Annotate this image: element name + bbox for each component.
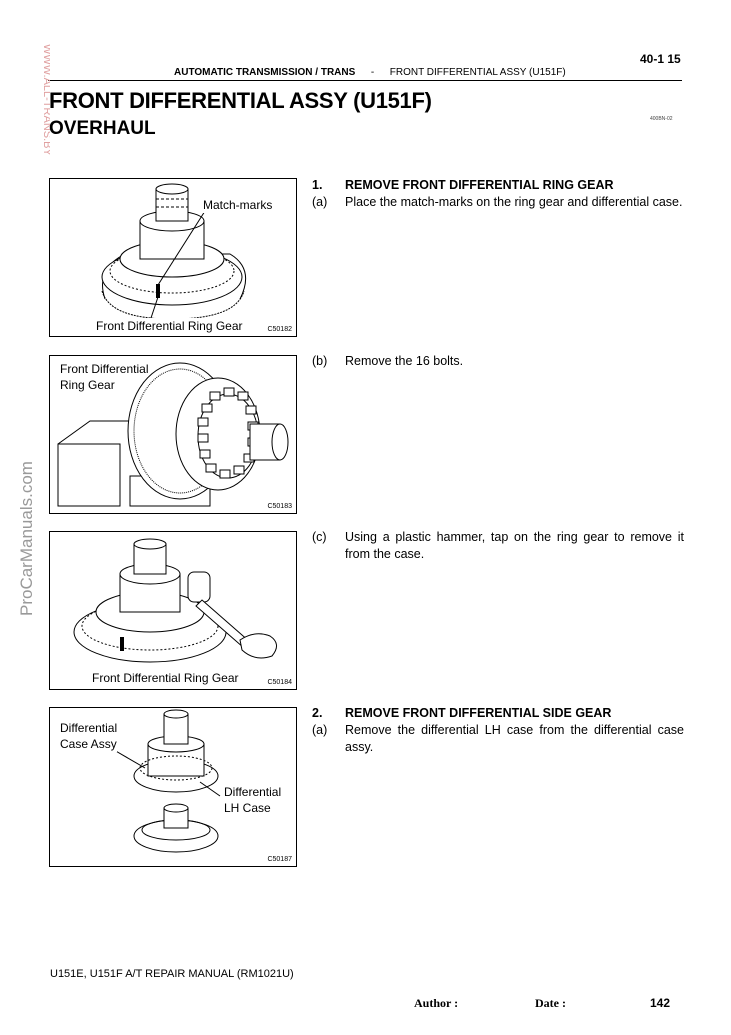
step-number: 1. bbox=[312, 178, 323, 192]
label-lh-case: LH Case bbox=[224, 800, 271, 816]
page-reference: 40-1 15 bbox=[640, 52, 681, 66]
header-section: AUTOMATIC TRANSMISSION / TRANS bbox=[174, 67, 356, 78]
step-title: REMOVE FRONT DIFFERENTIAL SIDE GEAR bbox=[345, 706, 612, 720]
step-1-heading: 1. REMOVE FRONT DIFFERENTIAL RING GEAR bbox=[312, 177, 614, 194]
footer-page-number: 142 bbox=[650, 996, 671, 1010]
step-number: 2. bbox=[312, 706, 323, 720]
page-subtitle: OVERHAUL bbox=[49, 118, 156, 139]
figure-remove-bolts: Front Differential Ring Gear C50183 bbox=[49, 355, 297, 514]
substep-text: Remove the differential LH case from the… bbox=[345, 723, 684, 754]
step-1b: (b) Remove the 16 bolts. bbox=[312, 353, 684, 370]
figure-code: C50184 bbox=[267, 679, 292, 686]
step-2a: (a) Remove the differential LH case from… bbox=[312, 722, 684, 756]
svg-text:WWW.ALL-TRANS.BY: WWW.ALL-TRANS.BY bbox=[41, 44, 50, 157]
label-match-marks: Match-marks bbox=[203, 197, 273, 213]
watermark-site: ProCarManuals.com bbox=[17, 461, 36, 616]
substep-text: Using a plastic hammer, tap on the ring … bbox=[345, 530, 684, 561]
figure-tap-ring-gear: Front Differential Ring Gear C50184 bbox=[49, 531, 297, 690]
footer-manual-title: U151E, U151F A/T REPAIR MANUAL (RM1021U) bbox=[50, 968, 294, 980]
label-differential-case: Differential bbox=[60, 720, 118, 736]
figure-code: C50182 bbox=[267, 326, 292, 333]
substep-label: (c) bbox=[312, 530, 327, 544]
label-ring-gear: Front Differential Ring Gear bbox=[92, 670, 239, 686]
label-differential-lh: Differential bbox=[224, 784, 282, 800]
step-title: REMOVE FRONT DIFFERENTIAL RING GEAR bbox=[345, 178, 614, 192]
label-ring-gear: Front Differential Ring Gear bbox=[96, 318, 243, 334]
substep-label: (a) bbox=[312, 195, 328, 209]
footer-date-label: Date : bbox=[535, 996, 566, 1010]
label-front-differential: Front Differential bbox=[60, 361, 149, 377]
step-2-heading: 2. REMOVE FRONT DIFFERENTIAL SIDE GEAR bbox=[312, 705, 611, 722]
header-separator: - bbox=[370, 67, 375, 78]
step-1a: (a) Place the match-marks on the ring ge… bbox=[312, 194, 684, 211]
figure-side-gear: Differential Case Assy Differential LH C… bbox=[49, 707, 297, 867]
svg-text:ProCarManuals.com: ProCarManuals.com bbox=[17, 461, 36, 616]
substep-text: Remove the 16 bolts. bbox=[345, 354, 464, 368]
header-rule bbox=[48, 80, 682, 81]
footer-author-label: Author : bbox=[414, 996, 459, 1010]
figure-code: C50183 bbox=[267, 503, 292, 510]
document-id: 400BN-02 bbox=[650, 116, 673, 122]
watermark-url: WWW.ALL-TRANS.BY bbox=[41, 44, 50, 157]
label-ring-gear: Ring Gear bbox=[60, 377, 115, 393]
page-title: FRONT DIFFERENTIAL ASSY (U151F) bbox=[49, 88, 432, 113]
figure-code: C50187 bbox=[267, 856, 292, 863]
substep-text: Place the match-marks on the ring gear a… bbox=[345, 195, 683, 209]
substep-label: (a) bbox=[312, 723, 328, 737]
differential-illustration bbox=[101, 183, 247, 322]
ring-gear-vise-illustration bbox=[57, 362, 289, 507]
label-case-assy: Case Assy bbox=[60, 736, 117, 752]
hammer-illustration bbox=[73, 538, 277, 663]
differential-case-illustration bbox=[113, 709, 221, 853]
running-header: AUTOMATIC TRANSMISSION / TRANS - FRONT D… bbox=[174, 67, 566, 78]
header-topic: FRONT DIFFERENTIAL ASSY (U151F) bbox=[389, 67, 566, 78]
substep-label: (b) bbox=[312, 354, 328, 368]
figure-ring-gear-matchmarks: Match-marks Front Differential Ring Gear… bbox=[49, 178, 297, 337]
step-1c: (c) Using a plastic hammer, tap on the r… bbox=[312, 529, 684, 563]
